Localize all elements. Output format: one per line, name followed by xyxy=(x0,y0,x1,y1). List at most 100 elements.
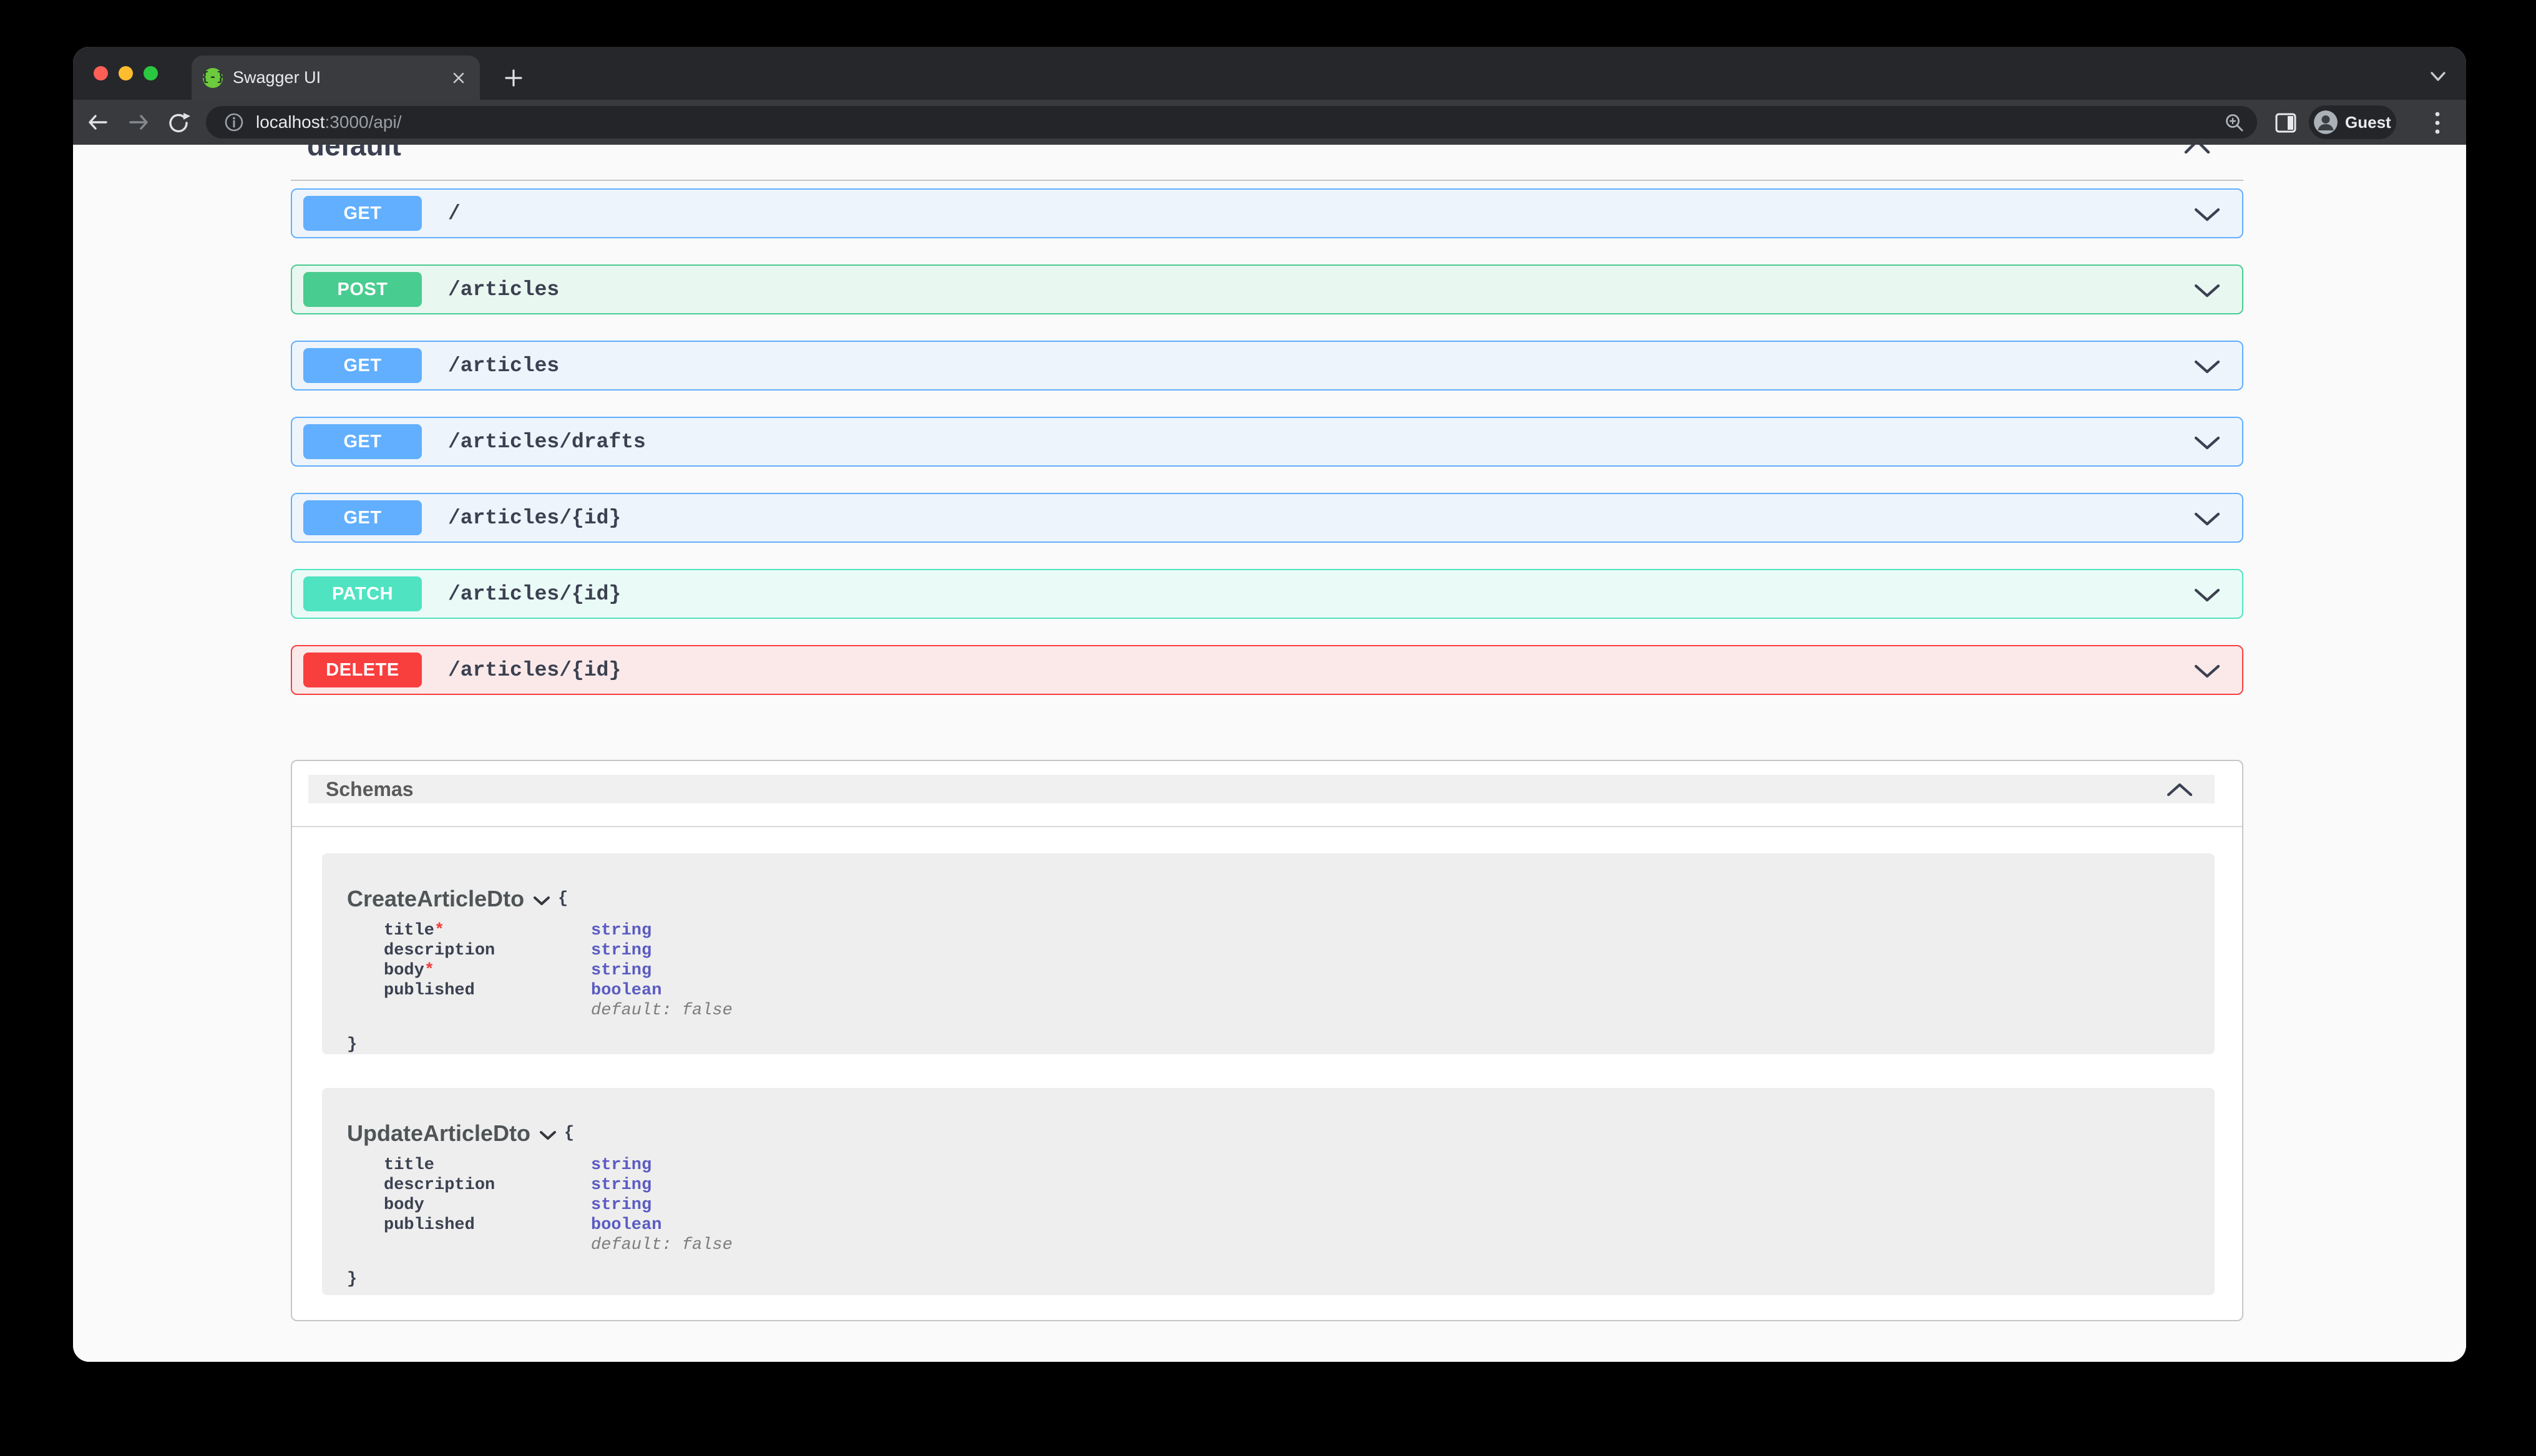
endpoint-path: /articles/drafts xyxy=(448,430,646,454)
endpoint-row-get-by-id[interactable]: GET /articles/{id} xyxy=(291,493,2243,543)
chevron-down-icon[interactable] xyxy=(2193,512,2221,527)
new-tab-button[interactable] xyxy=(502,67,525,89)
schema-property-row: title string xyxy=(384,1155,2215,1175)
endpoint-row-post-articles[interactable]: POST /articles xyxy=(291,265,2243,314)
property-name: body xyxy=(384,961,424,980)
chevron-down-icon[interactable] xyxy=(2193,359,2221,374)
close-brace: } xyxy=(347,1270,358,1289)
method-badge[interactable]: PATCH xyxy=(303,576,422,611)
swagger-favicon-icon: {-} xyxy=(202,67,224,88)
property-type: string xyxy=(591,1176,652,1195)
avatar-icon xyxy=(2314,110,2338,134)
method-badge[interactable]: GET xyxy=(303,500,422,535)
info-icon[interactable] xyxy=(223,112,245,133)
open-brace: { xyxy=(564,1124,575,1143)
method-badge[interactable]: GET xyxy=(303,348,422,383)
browser-menu-icon[interactable] xyxy=(2433,109,2442,137)
endpoint-row-get-root[interactable]: GET / xyxy=(291,188,2243,238)
model-title[interactable]: CreateArticleDto xyxy=(347,886,525,911)
schema-property-row: body* string xyxy=(384,961,2215,981)
endpoint-path: / xyxy=(448,201,461,225)
forward-arrow-icon[interactable] xyxy=(126,111,151,133)
property-type: string xyxy=(591,961,652,980)
browser-tab[interactable]: {-} Swagger UI xyxy=(192,56,480,100)
property-name: description xyxy=(384,941,495,960)
property-type: boolean xyxy=(591,1216,662,1235)
browser-window: {-} Swagger UI xyxy=(73,47,2466,1362)
schema-property-row: description string xyxy=(384,941,2215,961)
endpoint-row-delete-by-id[interactable]: DELETE /articles/{id} xyxy=(291,645,2243,695)
schema-property-note-row: default: false xyxy=(384,1001,2215,1021)
chevron-up-icon[interactable] xyxy=(2166,782,2193,797)
schema-property-row: published boolean xyxy=(384,981,2215,1001)
required-star: * xyxy=(424,961,435,980)
schema-property-row: body string xyxy=(384,1195,2215,1215)
property-name: published xyxy=(384,981,475,1000)
endpoint-path: /articles/{id} xyxy=(448,506,622,530)
close-brace: } xyxy=(347,1036,358,1054)
schemas-header[interactable]: Schemas xyxy=(308,775,2215,803)
method-badge[interactable]: POST xyxy=(303,272,422,307)
property-type: boolean xyxy=(591,981,662,1000)
property-default-note: default: false xyxy=(591,1001,733,1020)
open-brace: { xyxy=(558,890,568,908)
fullscreen-window-button[interactable] xyxy=(144,66,158,80)
reload-icon[interactable] xyxy=(167,111,192,135)
back-arrow-icon[interactable] xyxy=(85,111,110,133)
chevron-down-icon[interactable] xyxy=(2193,435,2221,450)
model-create-article-dto: CreateArticleDto { title* string descrip… xyxy=(322,853,2215,1054)
zoom-magnifier-icon[interactable] xyxy=(2223,112,2246,134)
address-bar[interactable]: localhost:3000/api/ xyxy=(206,106,2257,138)
tab-title: Swagger UI xyxy=(233,68,321,87)
method-badge[interactable]: GET xyxy=(303,424,422,459)
endpoint-path: /articles xyxy=(448,354,560,377)
url-text: localhost:3000/api/ xyxy=(256,112,402,132)
tab-strip: {-} Swagger UI xyxy=(73,47,2466,100)
property-type: string xyxy=(591,1156,652,1175)
browser-toolbar: localhost:3000/api/ Guest xyxy=(73,100,2466,145)
schema-property-row: description string xyxy=(384,1175,2215,1195)
property-type: string xyxy=(591,941,652,960)
schema-property-note-row: default: false xyxy=(384,1235,2215,1255)
model-title[interactable]: UpdateArticleDto xyxy=(347,1120,531,1146)
method-badge[interactable]: DELETE xyxy=(303,653,422,687)
group-divider xyxy=(291,180,2243,181)
chevron-down-icon[interactable] xyxy=(2193,664,2221,679)
endpoint-row-get-drafts[interactable]: GET /articles/drafts xyxy=(291,417,2243,467)
schemas-section: Schemas CreateArticleDto { title* xyxy=(291,760,2243,1321)
endpoint-row-get-articles[interactable]: GET /articles xyxy=(291,341,2243,391)
api-group-title: default xyxy=(307,145,401,162)
property-type: string xyxy=(591,1196,652,1215)
close-tab-icon[interactable] xyxy=(451,70,466,85)
minimize-window-button[interactable] xyxy=(119,66,133,80)
endpoint-row-patch-by-id[interactable]: PATCH /articles/{id} xyxy=(291,569,2243,619)
schema-property-row: published boolean xyxy=(384,1215,2215,1235)
property-default-note: default: false xyxy=(591,1236,733,1255)
endpoint-path: /articles/{id} xyxy=(448,582,622,606)
endpoint-path: /articles/{id} xyxy=(448,658,622,682)
close-window-button[interactable] xyxy=(94,66,108,80)
endpoint-path: /articles xyxy=(448,278,560,301)
schema-property-row: title* string xyxy=(384,921,2215,941)
side-panel-icon[interactable] xyxy=(2275,112,2298,133)
property-name: description xyxy=(384,1176,495,1195)
endpoint-list: GET / POST /articles GET /articles GET / xyxy=(291,188,2243,695)
tab-search-chevron-icon[interactable] xyxy=(2427,69,2449,84)
schemas-title: Schemas xyxy=(326,777,414,800)
chevron-down-icon[interactable] xyxy=(2193,588,2221,603)
chevron-down-icon[interactable] xyxy=(539,1130,557,1140)
property-name: title xyxy=(384,1156,435,1175)
model-update-article-dto: UpdateArticleDto { title string descript… xyxy=(322,1088,2215,1295)
profile-button[interactable]: Guest xyxy=(2309,105,2396,139)
property-name: body xyxy=(384,1196,424,1215)
property-type: string xyxy=(591,921,652,940)
swagger-page: default GET / POST /articles GET xyxy=(73,145,2466,1362)
property-name: title xyxy=(384,921,435,940)
collapse-group-chevron-icon[interactable] xyxy=(2182,145,2212,153)
chevron-down-icon[interactable] xyxy=(2193,207,2221,222)
chevron-down-icon[interactable] xyxy=(533,896,550,906)
required-star: * xyxy=(434,921,445,940)
method-badge[interactable]: GET xyxy=(303,196,422,231)
chevron-down-icon[interactable] xyxy=(2193,283,2221,298)
